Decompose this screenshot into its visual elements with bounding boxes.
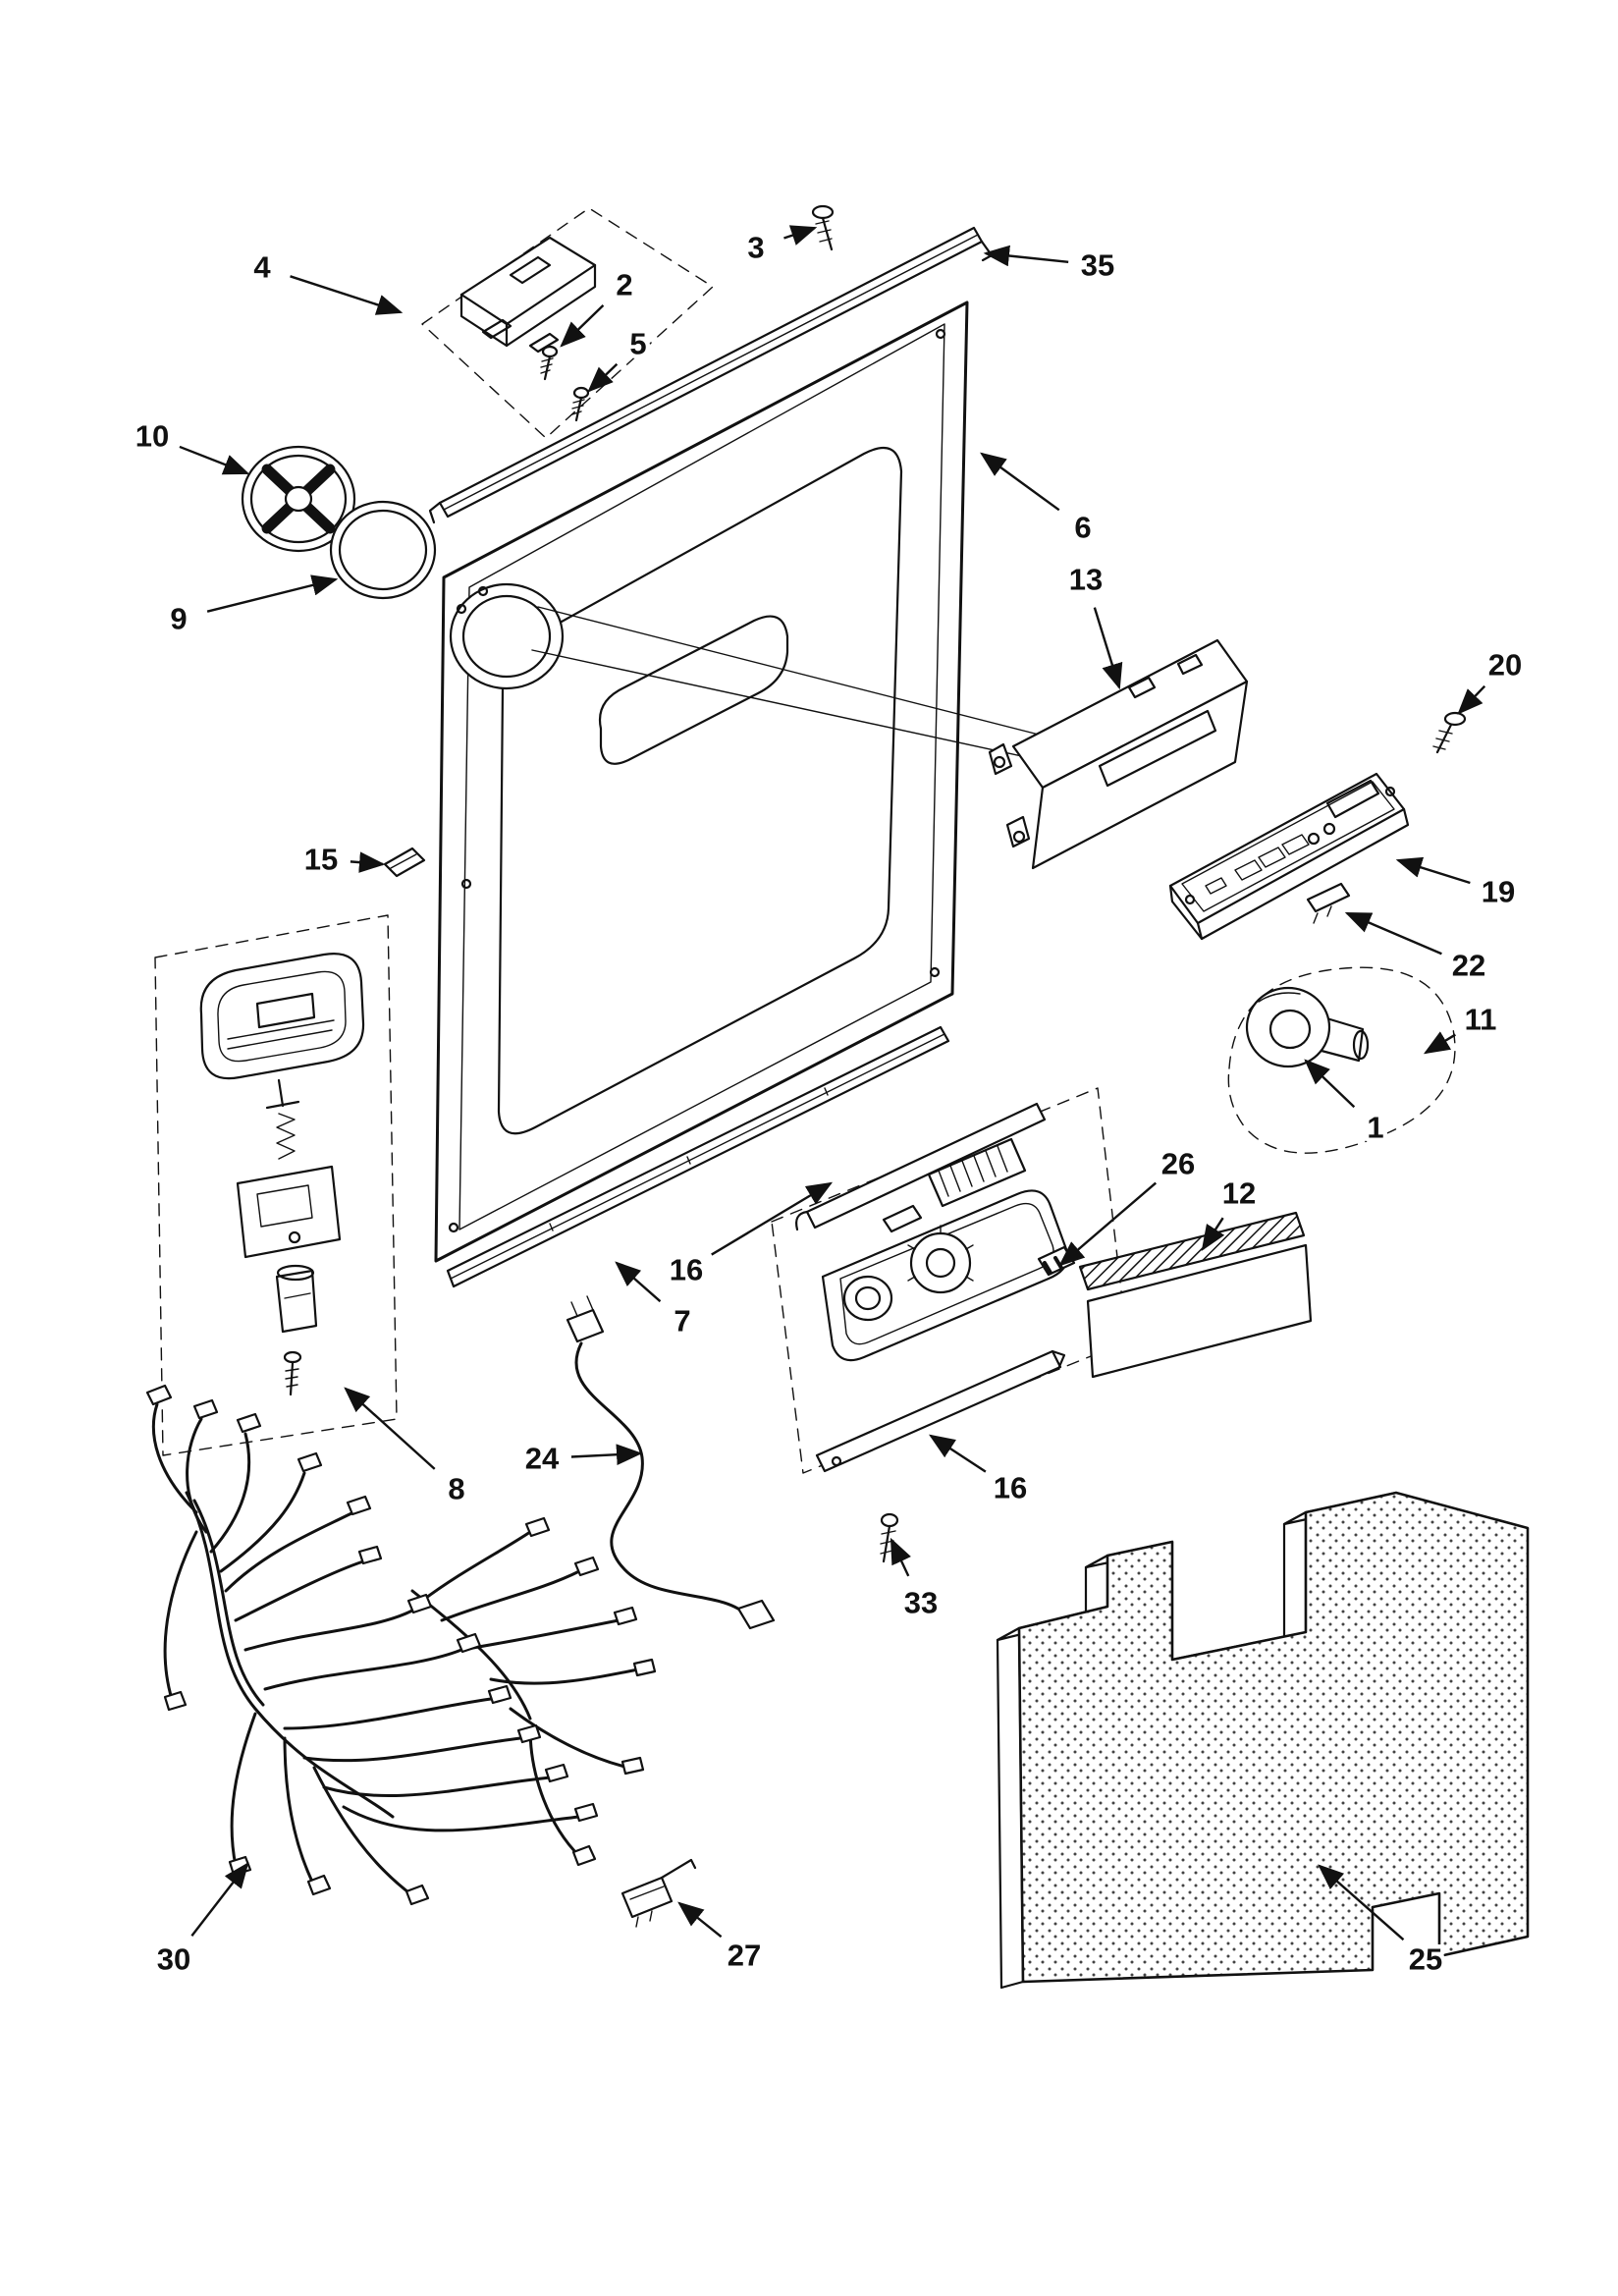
callout-leader-12 <box>1201 1217 1225 1252</box>
handle-group-outline <box>154 914 398 1456</box>
callout-label-8: 8 <box>448 1472 464 1506</box>
callout-leader-24 <box>570 1444 643 1465</box>
callout-leader-7 <box>615 1261 662 1303</box>
callout-leader-30 <box>190 1862 249 1938</box>
screw-20 <box>1432 711 1467 754</box>
door-handle-assembly <box>199 953 365 1396</box>
callout-leader-22 <box>1344 911 1442 956</box>
callout-label-33: 33 <box>904 1586 938 1620</box>
trim-strip-16-lower <box>815 1349 1066 1473</box>
screw-5 <box>571 386 590 422</box>
knob-group-outline <box>1227 966 1456 1154</box>
callout-leader-6 <box>980 452 1060 512</box>
callout-label-26: 26 <box>1161 1147 1195 1181</box>
latch-keeper-bracket <box>459 236 597 354</box>
callout-label-16: 16 <box>670 1253 703 1287</box>
callout-leader-10 <box>179 445 250 475</box>
callout-leader-19 <box>1395 856 1471 885</box>
callout-leader-15 <box>350 851 386 873</box>
callout-label-27: 27 <box>728 1939 761 1973</box>
selector-knob <box>1245 986 1370 1068</box>
door-latch-assembly <box>821 1137 1069 1362</box>
callout-leader-13 <box>1093 607 1123 690</box>
callout-leader-35 <box>983 245 1069 267</box>
callout-label-1: 1 <box>1367 1111 1383 1145</box>
callout-label-20: 20 <box>1488 648 1522 683</box>
callout-label-7: 7 <box>674 1304 690 1339</box>
callout-label-12: 12 <box>1222 1176 1256 1211</box>
callout-leader-4 <box>290 275 404 315</box>
callout-label-9: 9 <box>170 602 187 636</box>
callout-leader-8 <box>344 1387 436 1470</box>
clip <box>383 847 426 878</box>
trim-strip-16-upper <box>795 1102 1047 1231</box>
callout-label-4: 4 <box>253 250 271 285</box>
callout-leader-5 <box>587 362 619 393</box>
callout-label-24: 24 <box>525 1442 560 1476</box>
callout-label-19: 19 <box>1482 875 1515 909</box>
gasket-ring <box>329 500 437 600</box>
callout-leader-2 <box>560 304 605 348</box>
vent-cap <box>241 445 356 553</box>
callout-leader-25 <box>1318 1864 1405 1941</box>
callout-label-25: 25 <box>1409 1942 1442 1977</box>
callout-leader-3 <box>783 225 818 246</box>
control-board <box>1168 772 1410 941</box>
callout-label-6: 6 <box>1074 511 1091 545</box>
wire-harness <box>145 1384 657 1906</box>
screw-2 <box>540 345 559 381</box>
insulation-strip-12 <box>1078 1211 1313 1379</box>
callout-label-11: 11 <box>1465 1003 1497 1037</box>
callout-leader-16 <box>928 1434 987 1473</box>
callout-leader-16 <box>711 1181 834 1256</box>
callout-label-35: 35 <box>1081 248 1114 283</box>
callout-label-10: 10 <box>135 419 169 454</box>
component-22 <box>1306 882 1351 924</box>
callout-label-15: 15 <box>304 843 338 877</box>
callout-leader-20 <box>1457 684 1486 715</box>
door-inner-panel <box>434 301 1040 1263</box>
callout-label-5: 5 <box>629 327 646 361</box>
callout-label-22: 22 <box>1452 949 1485 983</box>
callout-leader-33 <box>890 1537 911 1577</box>
callout-leader-26 <box>1058 1181 1158 1267</box>
callout-leader-27 <box>677 1901 723 1939</box>
door-bottom-trim <box>446 1025 950 1288</box>
screw-33 <box>880 1512 899 1563</box>
callout-leader-9 <box>206 574 339 613</box>
screw-3 <box>811 204 835 251</box>
wire-24 <box>566 1295 776 1630</box>
callout-label-2: 2 <box>616 268 632 302</box>
latch-keeper-group-outline <box>421 207 714 439</box>
callout-label-3: 3 <box>747 231 764 265</box>
console-bracket <box>988 638 1249 870</box>
callout-leader-11 <box>1423 1031 1456 1055</box>
callout-label-13: 13 <box>1069 563 1103 597</box>
callout-label-30: 30 <box>157 1942 190 1977</box>
insulation-panel <box>996 1491 1530 1990</box>
callout-label-16: 16 <box>994 1471 1027 1505</box>
callout-leader-1 <box>1304 1059 1356 1109</box>
door-switch <box>620 1858 697 1928</box>
